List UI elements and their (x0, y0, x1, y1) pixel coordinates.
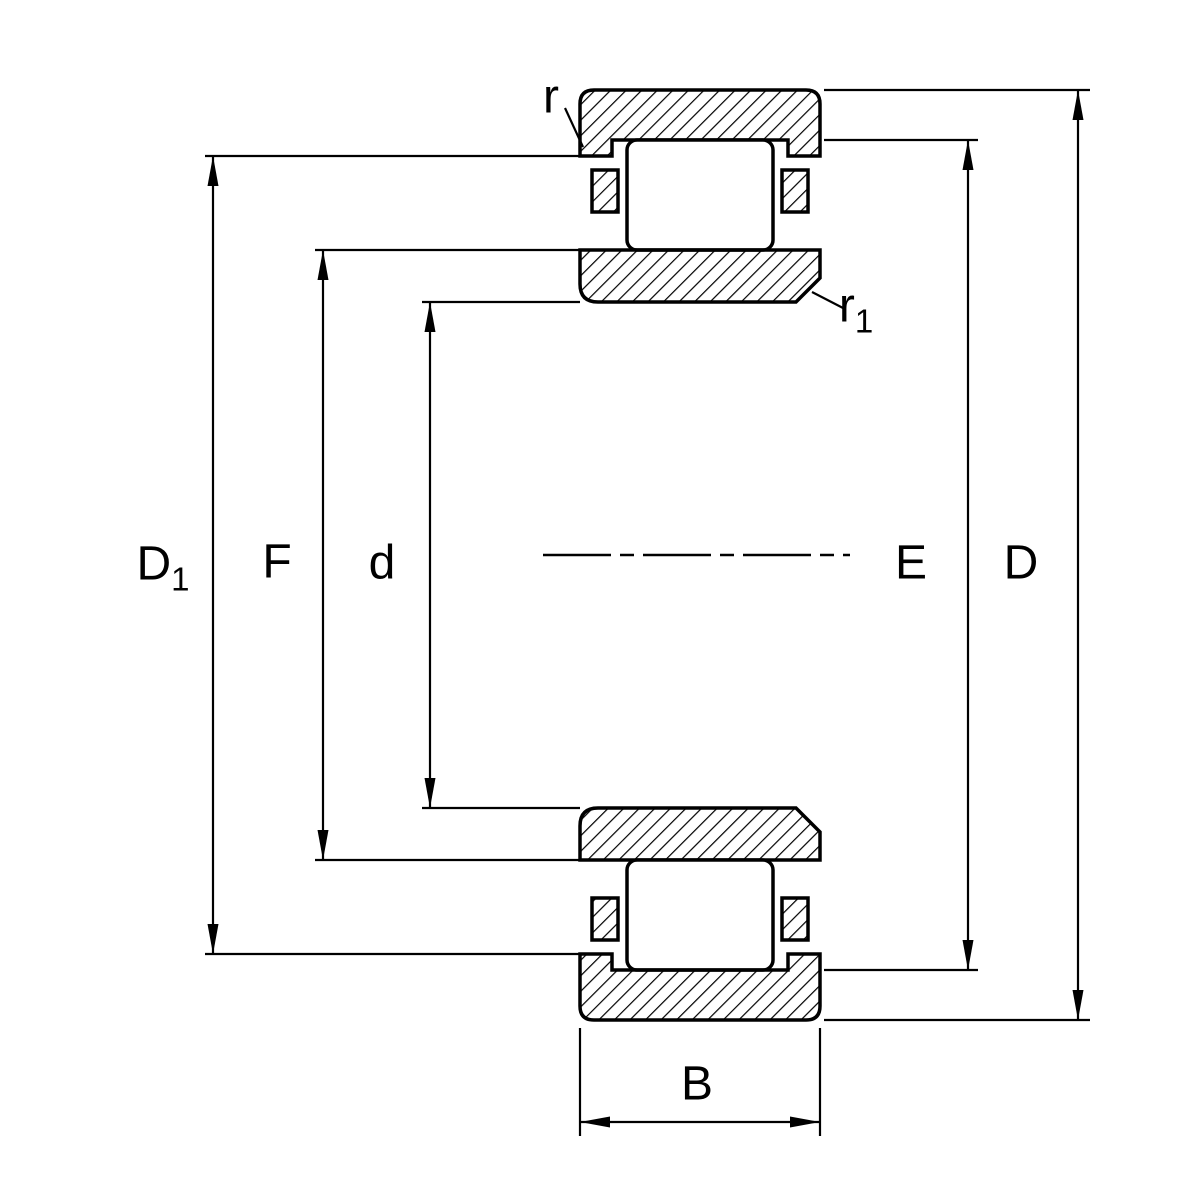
label-r-main: r (543, 70, 559, 124)
label-r1-main: r (838, 279, 855, 333)
dimension-line-F (317, 250, 329, 860)
label-D1-main: D (136, 537, 172, 591)
cage-bottom-right (780, 896, 810, 942)
dimension-label-B: B (680, 1057, 714, 1116)
dimension-label-E: E (894, 536, 928, 595)
label-D1-sub: 1 (171, 560, 190, 598)
label-F-main: F (262, 535, 292, 589)
label-d-main: d (368, 536, 396, 590)
dimension-label-r1: r1 (838, 279, 874, 340)
outer-ring-bottom-section (578, 952, 822, 1022)
roller-top (625, 138, 775, 252)
cage-top-right (780, 168, 810, 214)
dimension-label-D1: D1 (136, 537, 190, 598)
dimension-line-d (424, 302, 436, 808)
dimension-line-B (580, 1116, 820, 1128)
dimension-line-D (1072, 90, 1084, 1020)
extension-lines (205, 88, 1090, 1136)
cage-top-left (590, 168, 620, 214)
inner-ring-top-section (578, 248, 822, 304)
dimension-label-D: D (1003, 536, 1039, 595)
label-E-main: E (894, 536, 928, 590)
cage-bottom-left (590, 896, 620, 942)
label-r1-sub: 1 (854, 302, 874, 340)
dimension-line-E (962, 140, 974, 970)
dimension-label-F: F (262, 535, 292, 594)
r-leader-line (564, 107, 584, 148)
roller-bottom (625, 858, 775, 972)
label-D-main: D (1003, 536, 1039, 590)
dimension-label-r: r (543, 70, 559, 129)
dimension-line-D1 (207, 156, 219, 954)
dimension-label-d: d (368, 536, 396, 595)
inner-ring-bottom-section (578, 806, 822, 862)
r1-leader-line (811, 291, 844, 309)
label-B-main: B (680, 1057, 714, 1111)
